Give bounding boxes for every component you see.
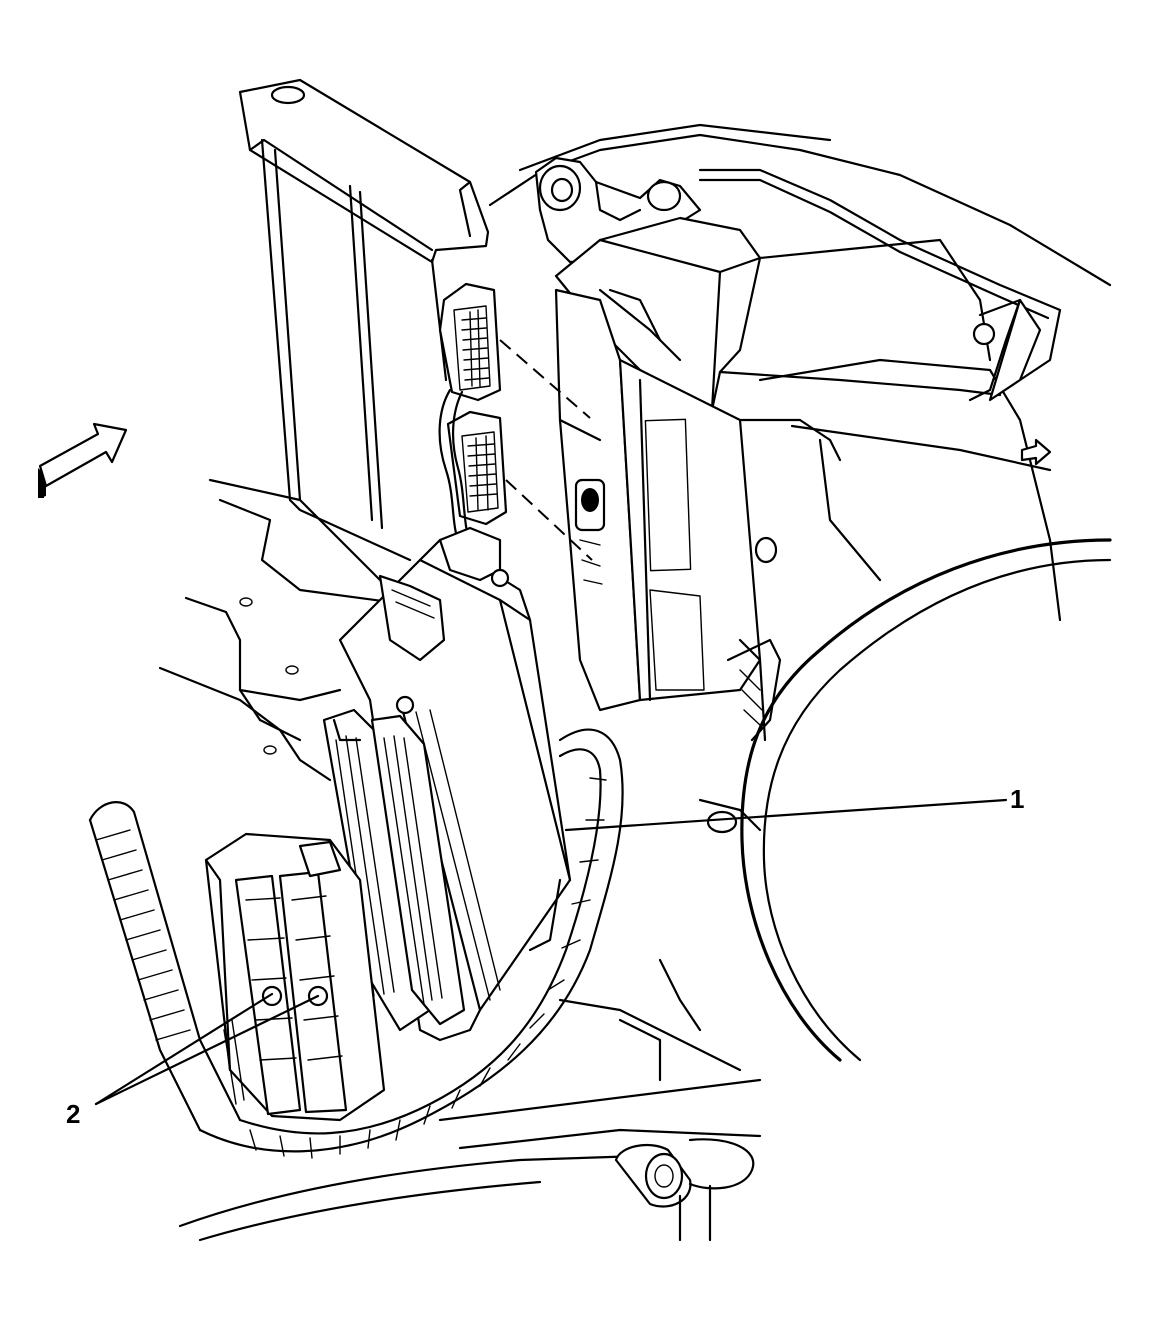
upper-bracket	[534, 156, 1062, 382]
junction-box	[554, 216, 1002, 742]
radiator-support-panel	[238, 78, 1112, 562]
floor-panel	[158, 478, 402, 782]
wheel-well	[740, 298, 1112, 1062]
callout-label-2: 2	[66, 1099, 81, 1129]
secondary-module	[204, 832, 386, 1122]
callout-leaders	[94, 798, 1008, 1106]
callout-label-1: 1	[1010, 784, 1025, 814]
harness-connectors	[438, 282, 593, 561]
wiring-harness	[88, 728, 624, 1159]
front-direction-arrow-icon	[38, 422, 128, 498]
lower-frame	[178, 798, 762, 1242]
